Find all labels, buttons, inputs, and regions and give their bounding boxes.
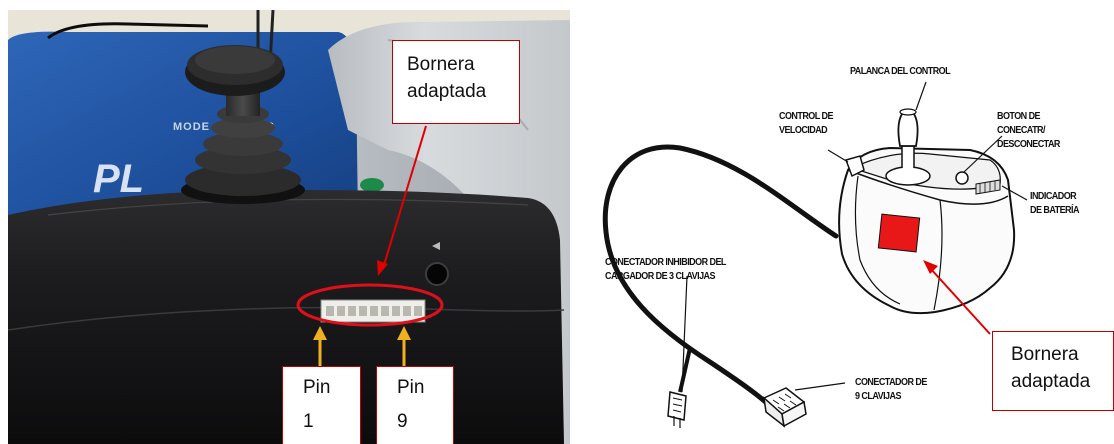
svg-text:MODE: MODE <box>173 121 210 133</box>
connector-highlight-ellipse <box>296 283 444 327</box>
indicador-line1: INDICADOR <box>1030 191 1077 202</box>
boton-label: BOTON DE CONECATR/ DESCONECTAR <box>997 110 1060 152</box>
svg-text:PL: PL <box>93 157 144 201</box>
indicador-line2: DE BATERÍA <box>1030 205 1079 216</box>
joystick-photo: MODE AR PL <box>8 10 570 444</box>
controller-diagram <box>602 81 1028 428</box>
conector-inhibidor-line2: CARGADOR DE 3 CLAVIJAS <box>605 271 716 282</box>
control-velocidad-line1: CONTROL DE <box>779 111 833 122</box>
boton-line3: DESCONECTAR <box>997 139 1060 150</box>
bornera-callout-photo: Bornera adaptada <box>392 40 520 124</box>
pin-1-label-line1: Pin <box>303 377 331 398</box>
indicador-label: INDICADOR DE BATERÍA <box>1030 190 1079 218</box>
bornera-callout-diagram: Bornera adaptada <box>992 331 1114 411</box>
palanca-label: PALANCA DEL CONTROL <box>850 65 951 79</box>
nine-pin-connector-drawing <box>762 387 807 428</box>
bornera-callout-photo-line1: Bornera <box>407 54 475 75</box>
control-velocidad-label: CONTROL DE VELOCIDAD <box>779 110 833 138</box>
palanca-label-text: PALANCA DEL CONTROL <box>850 66 951 77</box>
controller-housing-drawing <box>838 108 1016 315</box>
conector-inhibidor-line1: CONECTADOR INHIBIDOR DEL <box>605 257 726 268</box>
pin-9-label: Pin 9 <box>376 366 454 444</box>
bornera-marker-square <box>877 213 921 253</box>
conector-9-line2: 9 CLAVIJAS <box>855 391 901 402</box>
pin-1-label-line2: 1 <box>303 411 314 432</box>
pin-9-label-line2: 9 <box>397 411 408 432</box>
conector-9-label: CONECTADOR DE 9 CLAVIJAS <box>855 376 927 404</box>
bornera-callout-photo-line2: adaptada <box>407 81 487 102</box>
boton-line2: CONECATR/ <box>997 125 1046 136</box>
pin-9-label-line1: Pin <box>397 377 425 398</box>
pin-1-label: Pin 1 <box>282 366 361 444</box>
control-velocidad-line2: VELOCIDAD <box>779 125 828 136</box>
bornera-callout-diagram-line1: Bornera <box>1011 344 1079 365</box>
conector-9-line1: CONECTADOR DE <box>855 377 927 388</box>
conector-inhibidor-label: CONECTADOR INHIBIDOR DEL CARGADOR DE 3 C… <box>605 256 726 284</box>
three-pin-connector-drawing <box>667 391 687 428</box>
boton-line1: BOTON DE <box>997 111 1041 122</box>
bornera-callout-diagram-line2: adaptada <box>1011 371 1091 392</box>
